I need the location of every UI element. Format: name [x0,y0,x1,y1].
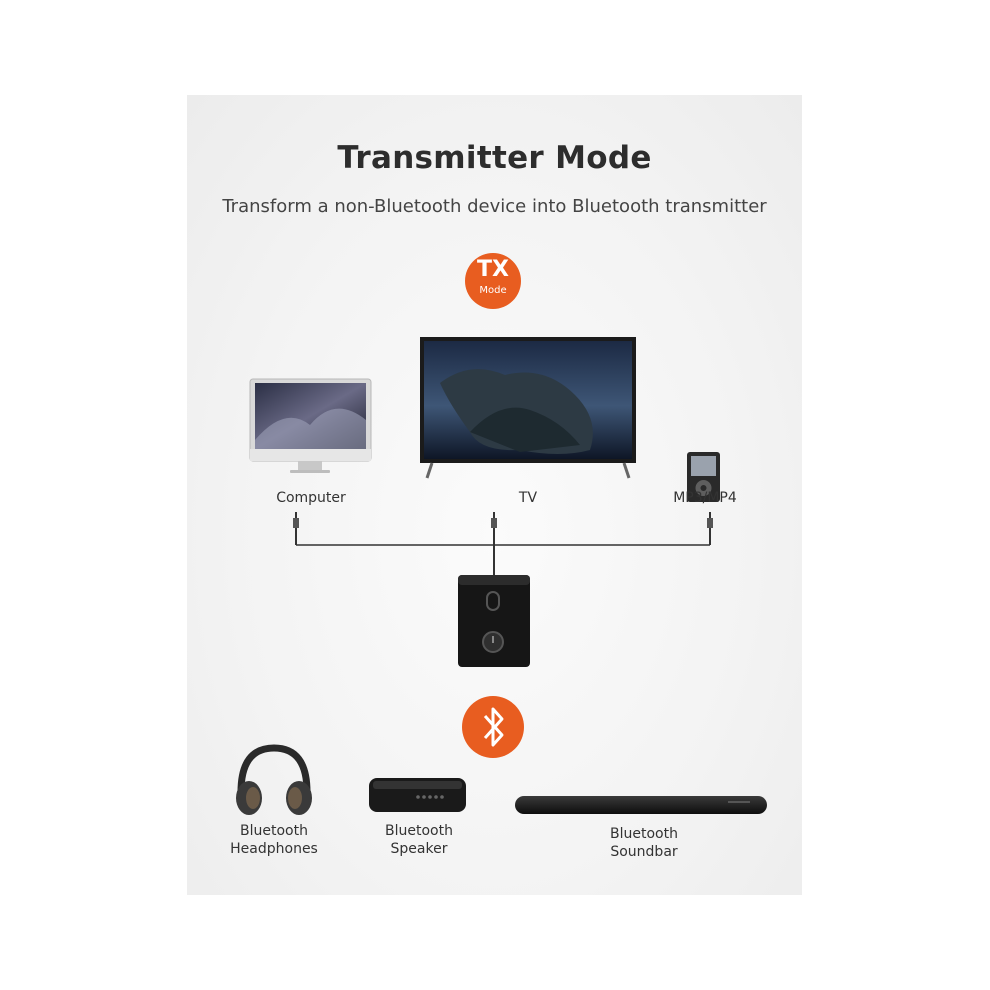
speaker-label-line2: Speaker [390,841,448,857]
mp3-label: MP3/MP4 [673,490,737,506]
computer-icon [249,378,372,473]
headphones-label-line2: Headphones [230,841,318,857]
bluetooth-badge [462,696,524,758]
speaker-label-line1: Bluetooth [385,823,453,839]
page-title: Transmitter Mode [337,140,652,176]
soundbar-label: Bluetooth Soundbar [590,825,698,861]
audio-cable-wiring [293,512,713,578]
soundbar-icon [515,796,767,814]
page-subtitle: Transform a non-Bluetooth device into Bl… [222,196,767,217]
speaker-icon [369,778,466,812]
soundbar-label-line1: Bluetooth [610,826,678,842]
transmitter-device-icon [458,575,530,667]
tx-badge-main: TX [477,257,509,282]
tv-label: TV [518,490,538,506]
tx-mode-badge: TX Mode [465,253,521,309]
headphones-label-line1: Bluetooth [240,823,308,839]
speaker-label: Bluetooth Speaker [365,822,473,858]
headphones-label: Bluetooth Headphones [220,822,328,858]
mp3-player-icon [687,452,720,502]
soundbar-label-line2: Soundbar [610,844,678,860]
tv-icon [420,337,636,479]
tx-badge-sub: Mode [479,285,507,296]
headphones-icon [236,744,312,815]
bluetooth-icon [483,707,504,747]
computer-label: Computer [276,490,346,506]
